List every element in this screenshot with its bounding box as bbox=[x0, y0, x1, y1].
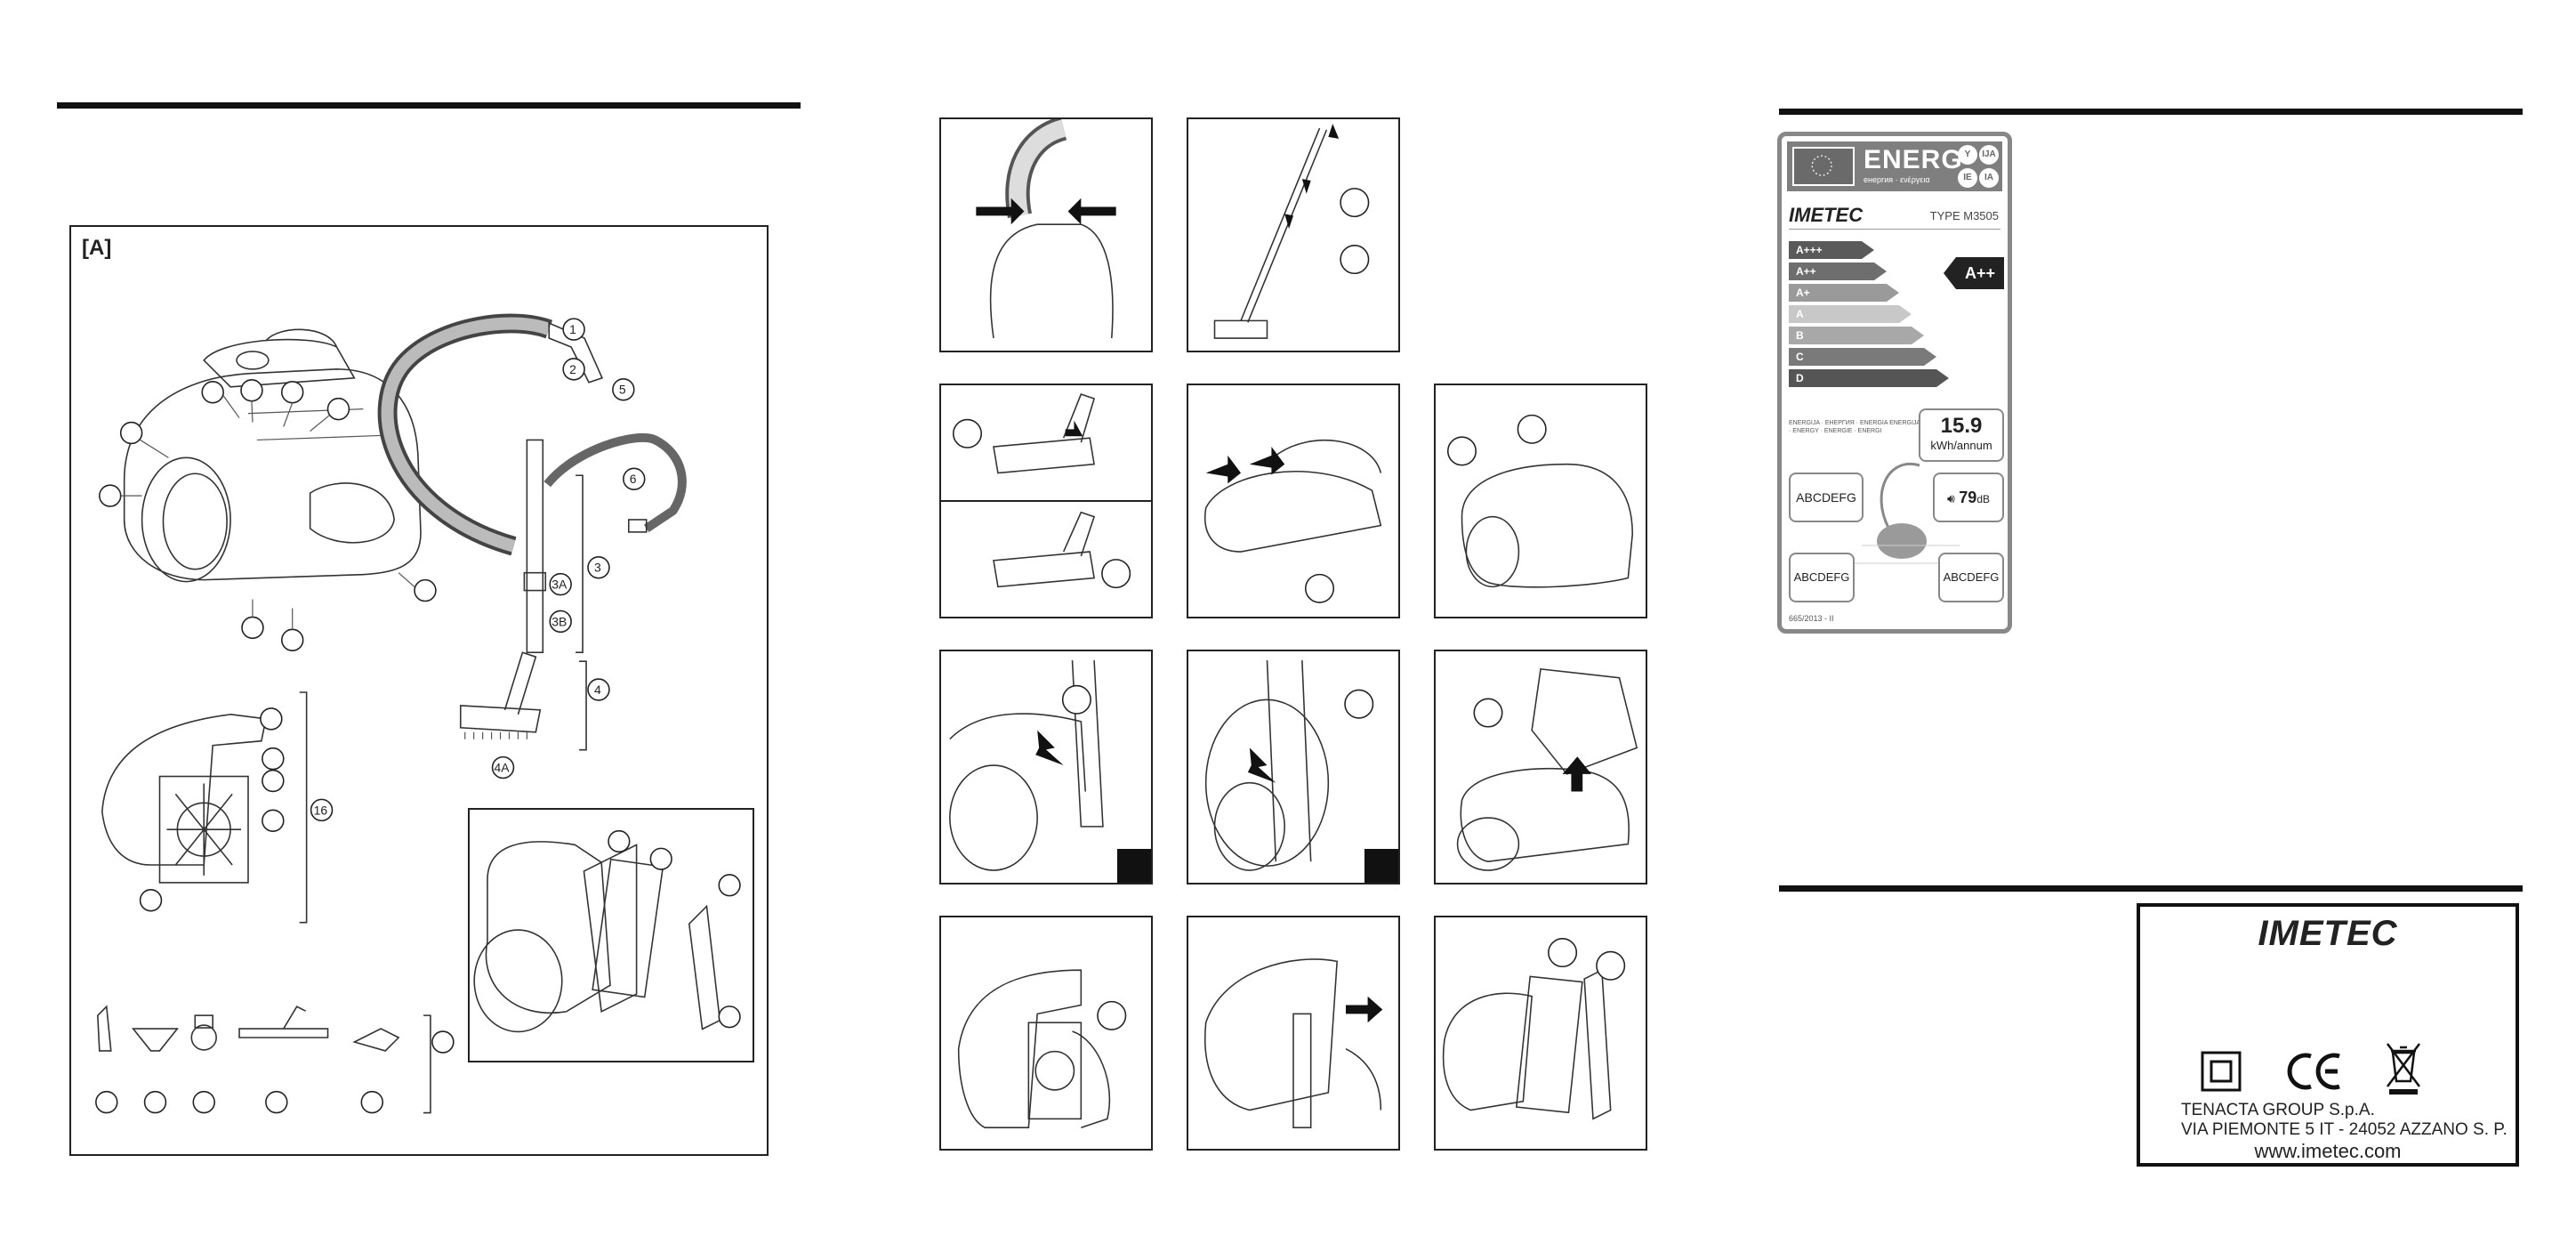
energy-consumption-value: 15.9 bbox=[1940, 414, 1983, 438]
filter-assembly-illustration: 16 bbox=[101, 691, 334, 924]
carpet-class-box: ABCDEFG bbox=[1789, 553, 1855, 602]
header-rule-right bbox=[1779, 109, 2523, 115]
floor-nozzle-illustration: 4A 4 bbox=[459, 651, 610, 780]
energy-consumption-unit: kWh/annum bbox=[1930, 439, 1992, 452]
step-body-overview bbox=[1434, 384, 1647, 618]
ce-mark-icon bbox=[2287, 1053, 2340, 1090]
step-filter-grip bbox=[939, 916, 1153, 1151]
filter-inset-drawing bbox=[473, 829, 741, 1033]
energy-class-bar: A bbox=[1789, 305, 1912, 323]
corner-marker bbox=[1364, 849, 1398, 883]
energy-class-bar: A+ bbox=[1789, 284, 1899, 302]
corner-marker bbox=[1117, 849, 1151, 883]
hardfloor-class-box: ABCDEFG bbox=[1938, 553, 2004, 602]
energy-dot-3: IE bbox=[1958, 168, 1977, 188]
step-container-remove bbox=[1434, 650, 1647, 885]
step-filter-separate bbox=[1434, 916, 1647, 1151]
step-filter-pull bbox=[1187, 916, 1400, 1151]
energy-dot-4: IA bbox=[1979, 168, 1999, 188]
header-rule-left bbox=[57, 102, 801, 109]
callout-2: 2 bbox=[569, 362, 576, 376]
step-nozzle-switch bbox=[939, 384, 1153, 618]
callout-6: 6 bbox=[630, 472, 637, 486]
weee-bin-icon bbox=[2387, 1043, 2420, 1095]
energy-dot-1: Y bbox=[1958, 145, 1977, 165]
energy-regulation: 665/2013 - II bbox=[1789, 614, 1834, 623]
manufacturer-box: IMETEC TENACTA GROUP S.p.A. VIA PIEMONTE… bbox=[2137, 903, 2519, 1167]
callout-4a: 4A bbox=[495, 761, 511, 775]
energy-language-line: ENERGIJA · ЕНЕРГИЯ · ENERGIA ENERGIJA · … bbox=[1789, 420, 1920, 434]
step-hose-lock bbox=[1187, 650, 1400, 885]
double-insulation-icon bbox=[2201, 1051, 2242, 1092]
energy-dot-2: IJA bbox=[1979, 145, 1999, 165]
callout-3b: 3B bbox=[551, 614, 567, 628]
tube-illustration: 3A 3B 3 bbox=[523, 439, 610, 654]
energy-header-text: ENERG bbox=[1864, 145, 1963, 174]
step-tube-extend bbox=[1187, 117, 1400, 352]
figure-a-drawing: 1 2 3A 3B 3 5 6 4A bbox=[95, 313, 687, 1114]
manufacturer-company: TENACTA GROUP S.p.A. bbox=[2181, 1101, 2375, 1119]
step-hose-insert bbox=[939, 650, 1153, 885]
callout-16: 16 bbox=[314, 803, 328, 817]
noise-box: 🔊︎ 79dB bbox=[1933, 473, 2004, 522]
manufacturer-logo: IMETEC bbox=[2258, 914, 2398, 953]
manufacturer-address-block: TENACTA GROUP S.p.A. VIA PIEMONTE 5 IT -… bbox=[2181, 1101, 2508, 1140]
energy-class-bar: C bbox=[1789, 348, 1936, 366]
eu-flag-icon bbox=[1792, 147, 1855, 186]
flex-hose-illustration: 5 6 bbox=[543, 377, 687, 533]
accessories-illustration bbox=[95, 1005, 455, 1114]
vacuum-body-illustration bbox=[123, 328, 422, 583]
dust-class-box: ABCDEFG bbox=[1789, 473, 1864, 522]
step-hose-connect bbox=[939, 117, 1153, 352]
energy-label: ENERG енергия · ενέργεια Y IJA IE IA IME… bbox=[1777, 132, 2012, 634]
energy-model: TYPE M3505 bbox=[1929, 209, 1999, 222]
energy-class-bar: D bbox=[1789, 369, 1949, 387]
energy-brand: IMETEC bbox=[1789, 204, 1864, 226]
section-rule-right bbox=[1779, 885, 2523, 892]
noise-unit: dB bbox=[1976, 493, 1990, 505]
manufacturer-website: www.imetec.com bbox=[2254, 1140, 2402, 1162]
vacuum-pictogram-icon bbox=[1844, 463, 1960, 564]
energy-class-bar: A++ bbox=[1789, 263, 1887, 280]
callout-4: 4 bbox=[594, 683, 601, 697]
energy-class-bar: B bbox=[1789, 327, 1924, 344]
speaker-icon: 🔊︎ bbox=[1947, 491, 1955, 505]
callout-3a: 3A bbox=[551, 578, 568, 592]
callout-1: 1 bbox=[569, 322, 576, 336]
energy-consumption-box: 15.9 kWh/annum bbox=[1919, 408, 2004, 462]
energy-class-bar: A+++ bbox=[1789, 241, 1874, 259]
energy-header-subtext: енергия · ενέργεια bbox=[1864, 175, 1930, 184]
callout-3: 3 bbox=[594, 561, 601, 575]
step-nozzle-pedal bbox=[1187, 384, 1400, 618]
energy-label-header: ENERG енергия · ενέργεια Y IJA IE IA bbox=[1787, 141, 2002, 191]
figure-a-panel: [A] 1 2 bbox=[69, 225, 769, 1156]
energy-rating-badge: A++ bbox=[1944, 257, 2004, 289]
filter-inset-panel bbox=[468, 808, 754, 1062]
body-callouts bbox=[99, 378, 437, 652]
hose-illustration: 1 2 bbox=[377, 313, 604, 556]
manufacturer-address: VIA PIEMONTE 5 IT - 24052 AZZANO S. P. bbox=[2181, 1120, 2508, 1139]
figure-a-label: [A] bbox=[82, 236, 112, 260]
callout-5: 5 bbox=[619, 383, 626, 397]
noise-value: 79 bbox=[1959, 489, 1977, 506]
